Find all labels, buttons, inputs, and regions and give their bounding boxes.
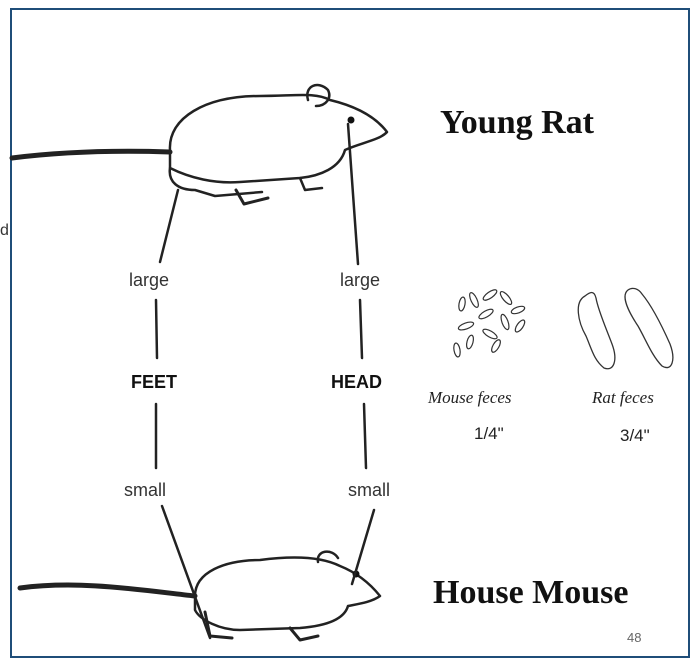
head-label: HEAD	[331, 372, 382, 393]
house-mouse-legs	[205, 612, 318, 640]
page-number: 48	[627, 630, 641, 645]
head-small-label: small	[348, 480, 390, 501]
young-rat-illustration	[12, 85, 387, 204]
mouse-feces-drawing	[453, 288, 527, 357]
head-connector-lines	[348, 124, 374, 584]
rat-feces-caption: Rat feces	[592, 388, 654, 408]
rat-feces-size: 3/4"	[620, 426, 650, 446]
house-mouse-body	[195, 558, 380, 630]
young-rat-tail	[12, 151, 170, 158]
head-large-label: large	[340, 270, 380, 291]
young-rat-title: Young Rat	[440, 104, 594, 142]
young-rat-front-leg	[300, 178, 322, 190]
feet-large-label: large	[129, 270, 169, 291]
mouse-feces-size: 1/4"	[474, 424, 504, 444]
house-mouse-title: House Mouse	[433, 574, 629, 612]
rat-feces-drawing	[578, 288, 673, 368]
young-rat-body	[170, 95, 387, 182]
house-mouse-illustration	[20, 552, 380, 640]
young-rat-eye	[348, 117, 355, 124]
feet-connector-lines	[156, 190, 210, 638]
feet-small-label: small	[124, 480, 166, 501]
house-mouse-tail	[20, 585, 195, 596]
mouse-feces-caption: Mouse feces	[428, 388, 512, 408]
feet-label: FEET	[131, 372, 177, 393]
